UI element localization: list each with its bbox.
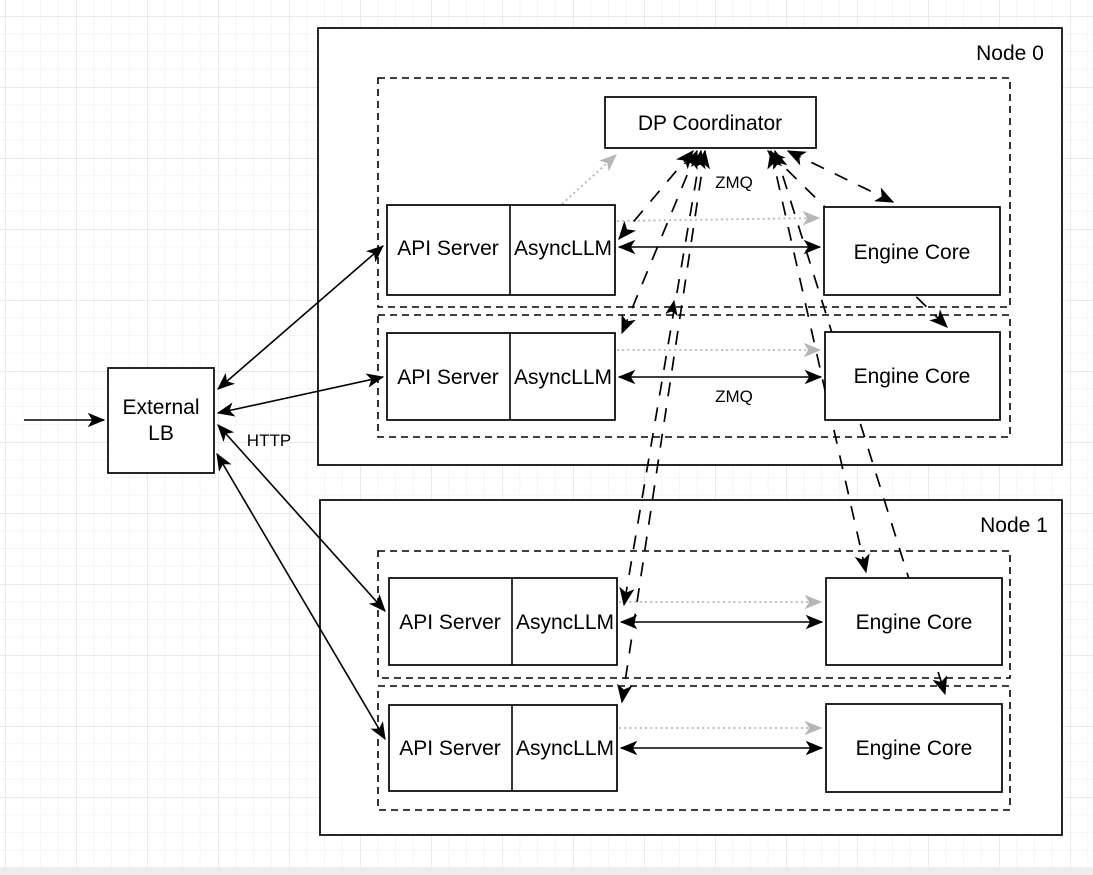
canvas-bottom-edge	[0, 867, 1093, 875]
asyncllm-label-1: AsyncLLM	[514, 366, 612, 389]
api-server-label-0: API Server	[397, 237, 499, 260]
engine-core-box-2	[825, 577, 1003, 666]
engine-core-label-0: Engine Core	[854, 241, 971, 264]
external-lb-label-line1: External	[122, 396, 199, 419]
engine-core-label-1: Engine Core	[854, 365, 971, 388]
http-label: HTTP	[247, 431, 291, 450]
dashed-arrow-mid-arrowhead	[665, 299, 678, 317]
api-asyncllm-box-1	[386, 332, 616, 421]
api-asyncllm-box-2	[388, 577, 618, 666]
asyncllm-label-2: AsyncLLM	[516, 611, 614, 634]
arrow-lb-api0	[217, 245, 384, 390]
zmq-label-coordinator: ZMQ	[715, 173, 753, 192]
arrow-lb-api3	[216, 452, 386, 741]
dotted-arrow-asyncllm0-coordinator	[561, 154, 617, 205]
asyncllm-label-0: AsyncLLM	[514, 237, 612, 260]
dp-coordinator-label: DP Coordinator	[638, 112, 782, 135]
api-asyncllm-box-3	[388, 704, 618, 792]
external-lb-label-line2: LB	[148, 422, 174, 445]
engine-core-label-3: Engine Core	[856, 737, 973, 760]
api-server-label-2: API Server	[399, 611, 501, 634]
dp-coordinator-box	[604, 96, 817, 149]
external-lb-box	[107, 367, 215, 474]
node1-label: Node 1	[980, 514, 1048, 537]
arrow-lb-api1	[216, 373, 385, 417]
api-server-label-3: API Server	[399, 737, 501, 760]
api-asyncllm-box-0	[386, 204, 616, 296]
engine-core-box-3	[825, 703, 1003, 793]
engine-core-box-1	[824, 331, 1001, 421]
node0-label: Node 0	[976, 42, 1044, 65]
zmq-label-engine: ZMQ	[715, 387, 753, 406]
api-server-label-1: API Server	[397, 366, 499, 389]
engine-core-box-0	[823, 206, 1001, 296]
asyncllm-label-3: AsyncLLM	[516, 737, 614, 760]
engine-core-label-2: Engine Core	[856, 611, 973, 634]
